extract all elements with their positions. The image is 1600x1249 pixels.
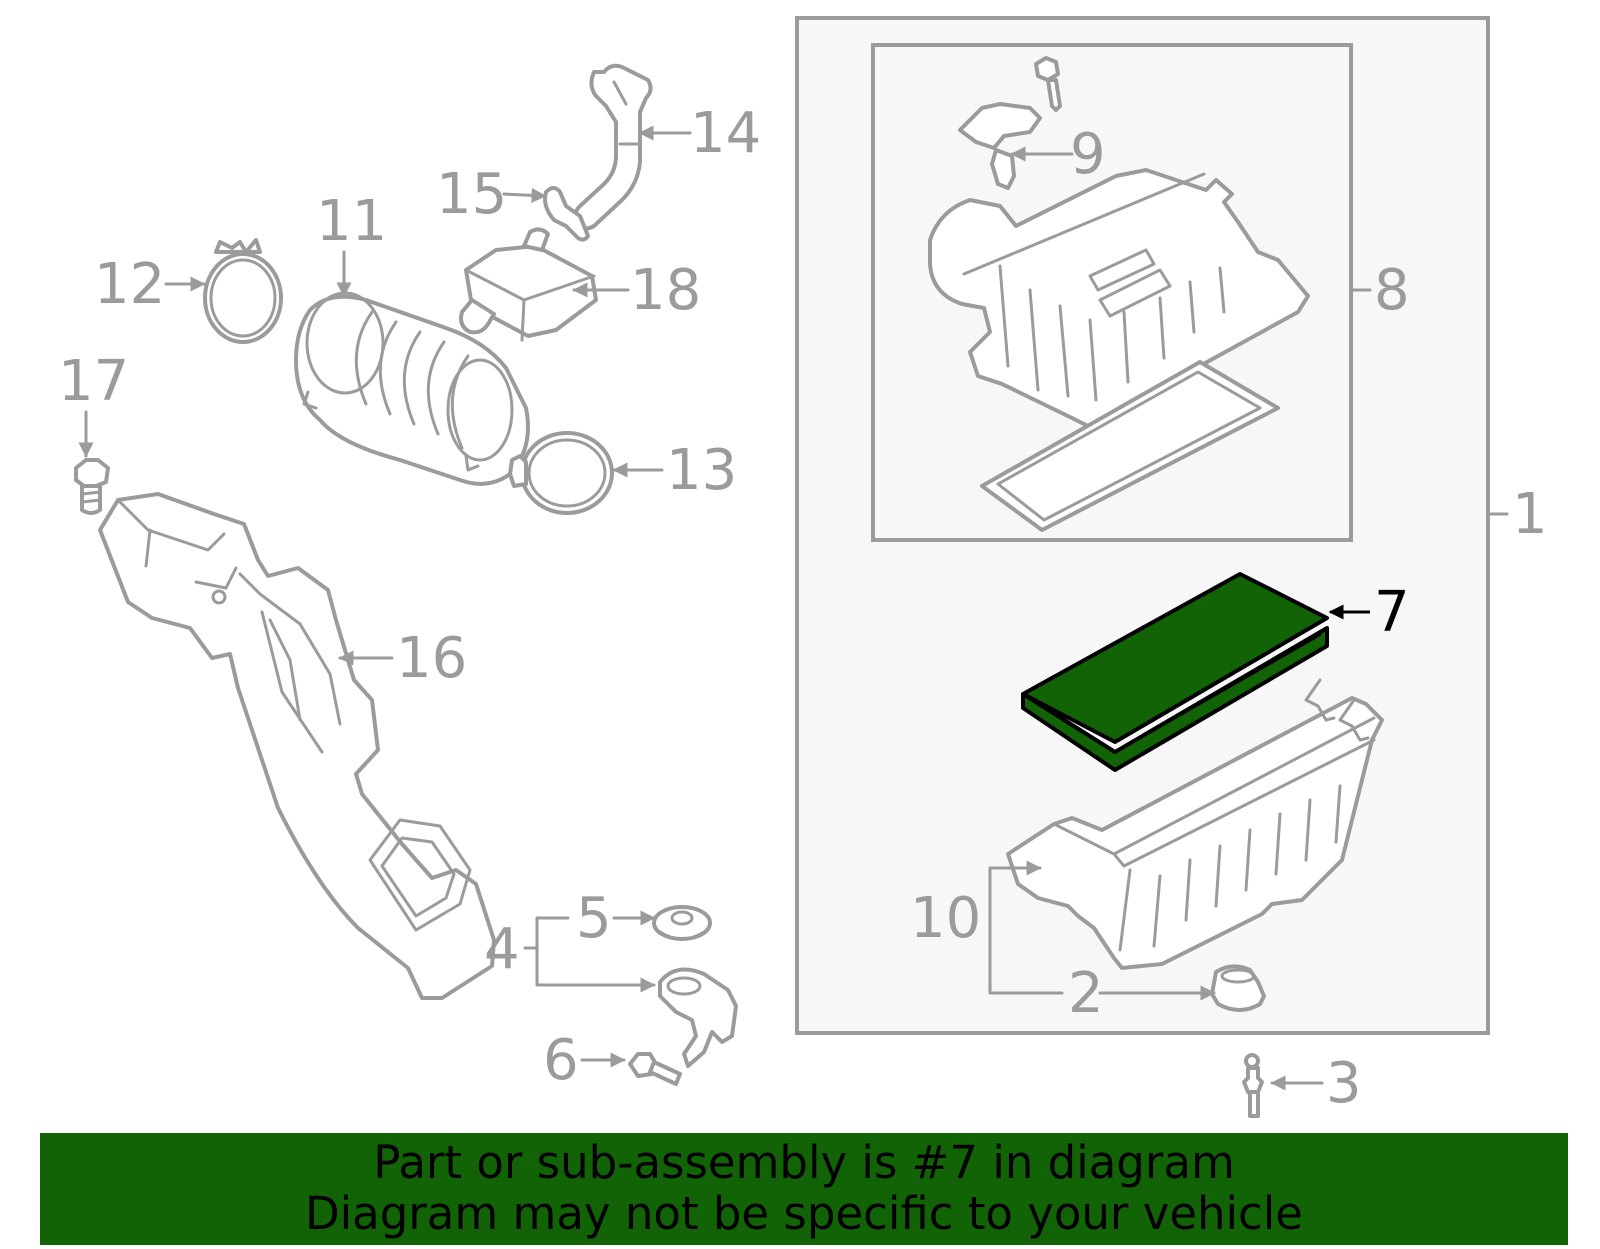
callout-13: 13 bbox=[666, 438, 737, 503]
sensor-part-18 bbox=[459, 227, 598, 342]
callout-16: 16 bbox=[396, 626, 467, 691]
callout-14: 14 bbox=[690, 101, 761, 166]
callout-1: 1 bbox=[1512, 482, 1548, 547]
grommet-part-2 bbox=[1210, 964, 1266, 1012]
callout-18: 18 bbox=[630, 258, 701, 323]
callout-8: 8 bbox=[1374, 258, 1410, 323]
sensor-part-9 bbox=[958, 102, 1042, 190]
clamp-part-13 bbox=[508, 431, 614, 515]
banner-line-part: Part or sub-assembly is #7 in diagram bbox=[373, 1136, 1235, 1189]
callout-17: 17 bbox=[58, 349, 129, 414]
grommet-part-5 bbox=[652, 905, 712, 941]
callout-12: 12 bbox=[94, 252, 165, 317]
bolt-part-3 bbox=[1242, 1053, 1264, 1118]
callout-11: 11 bbox=[316, 189, 387, 254]
callout-10: 10 bbox=[910, 886, 981, 951]
info-banner: Part or sub-assembly is #7 in diagram Di… bbox=[40, 1133, 1568, 1245]
bolt-part-8-screw bbox=[1034, 56, 1062, 112]
callout-6: 6 bbox=[543, 1028, 579, 1093]
clamp-part-12 bbox=[203, 238, 283, 344]
callout-4: 4 bbox=[484, 917, 520, 982]
lower-housing-part-10 bbox=[1006, 678, 1384, 970]
callout-9: 9 bbox=[1070, 122, 1106, 187]
callout-2: 2 bbox=[1068, 961, 1104, 1026]
air-filter-part-7 bbox=[1021, 572, 1329, 772]
bolt-part-17 bbox=[74, 458, 110, 515]
air-duct-part-16 bbox=[98, 492, 496, 1000]
intake-hose-part-11 bbox=[294, 291, 530, 486]
hose-part-14 bbox=[572, 63, 653, 231]
callout-3: 3 bbox=[1326, 1051, 1362, 1116]
bracket-part-4 bbox=[658, 967, 738, 1068]
gasket-part-8 bbox=[980, 360, 1280, 532]
leader-lines bbox=[78, 125, 1509, 1091]
callout-5: 5 bbox=[576, 886, 612, 951]
callout-15: 15 bbox=[436, 162, 507, 227]
callout-7: 7 bbox=[1374, 580, 1410, 645]
air-cleaner-cover-part-8 bbox=[928, 168, 1310, 428]
clip-part-15 bbox=[543, 186, 590, 242]
banner-line-disclaimer: Diagram may not be specific to your vehi… bbox=[305, 1187, 1303, 1240]
bolt-part-6 bbox=[628, 1052, 682, 1086]
